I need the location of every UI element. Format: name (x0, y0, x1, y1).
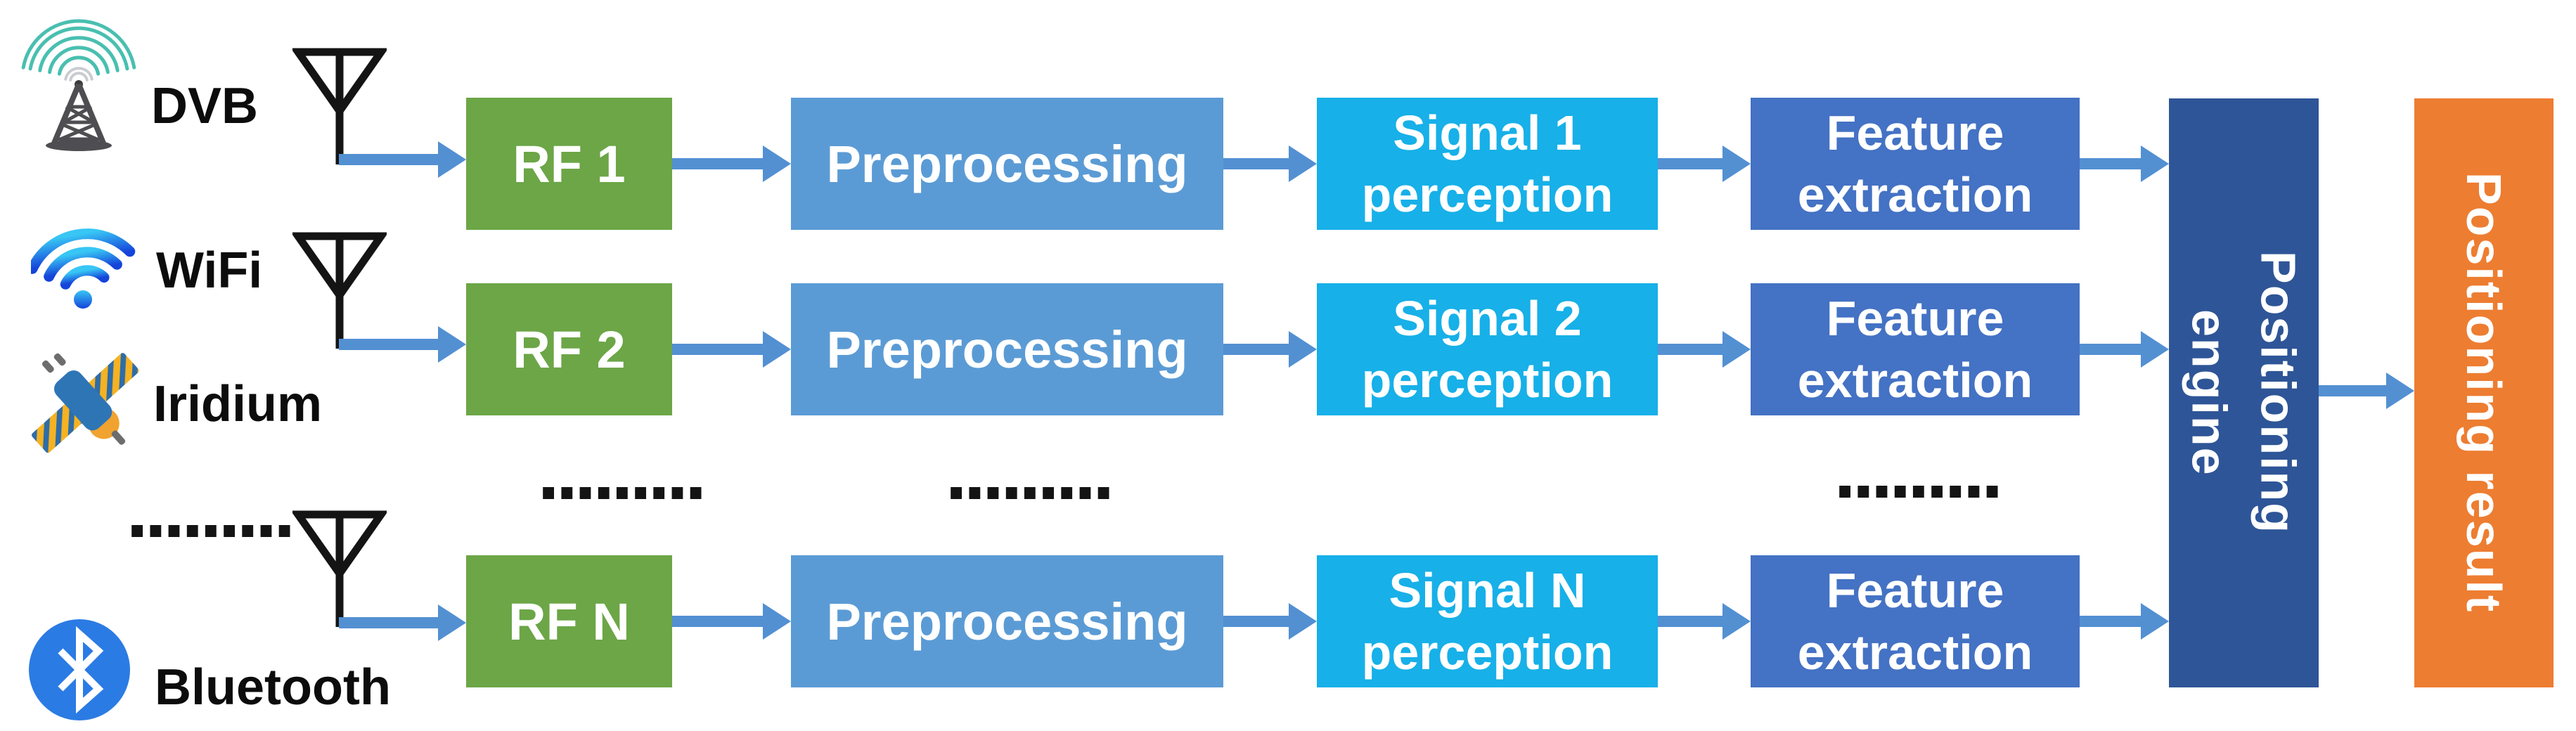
ellipsis-feature-column: ......... (1833, 439, 2004, 513)
arrow-shaft (672, 158, 763, 169)
arrow-head (2141, 145, 2169, 182)
block-label-line2: perception (1361, 353, 1614, 408)
antenna-icon (292, 232, 387, 349)
source-label-bluetooth: Bluetooth (155, 659, 391, 716)
arrow-shaft (2080, 158, 2141, 169)
arrow-head (438, 141, 466, 178)
arrow-shaft (1223, 158, 1289, 169)
ellipsis-preprocessing-column: ......... (944, 441, 1116, 515)
block-positioning-engine: Positioning engine (2169, 98, 2319, 687)
arrow-preprocessing-to-perception-n (1223, 603, 1317, 640)
block-label-line1: Signal 1 (1393, 105, 1582, 160)
positioning-engine-label: Positioning engine (2182, 251, 2306, 535)
arrow-feature-to-engine-1 (2080, 145, 2169, 182)
block-rf-2: RF 2 (466, 283, 672, 415)
arrow-rf-to-preprocessing-n (672, 603, 791, 640)
block-feature-extraction-n: Feature extraction (1751, 555, 2080, 687)
arrow-head (2141, 331, 2169, 368)
block-label: RF 2 (513, 320, 626, 379)
arrow-perception-to-feature-n (1658, 603, 1751, 640)
arrow-antenna-to-rf-1 (339, 141, 466, 178)
arrow-shaft (339, 339, 438, 350)
bluetooth-icon (29, 619, 130, 720)
arrow-shaft (1658, 344, 1722, 355)
block-label: Preprocessing (826, 592, 1188, 651)
block-label-line2: extraction (1797, 167, 2033, 222)
block-label-line2: extraction (1797, 353, 2033, 408)
arrow-shaft (672, 344, 763, 355)
block-label-line1: Signal 2 (1393, 291, 1582, 346)
arrow-head (763, 603, 791, 640)
arrow-head (1289, 145, 1317, 182)
arrow-preprocessing-to-perception-2 (1223, 331, 1317, 368)
arrow-antenna-to-rf-n (339, 604, 466, 641)
arrow-head (763, 331, 791, 368)
block-signal-perception-n: Signal N perception (1317, 555, 1658, 687)
arrow-shaft (1658, 158, 1722, 169)
block-label: Preprocessing (826, 320, 1188, 379)
arrow-shaft (2080, 344, 2141, 355)
arrow-head (1289, 603, 1317, 640)
source-label-dvb: DVB (151, 78, 259, 134)
arrow-shaft (672, 616, 763, 627)
block-signal-perception-1: Signal 1 perception (1317, 98, 1658, 230)
arrow-perception-to-feature-2 (1658, 331, 1751, 368)
block-label-line1: Feature (1826, 105, 2004, 160)
block-label: RF 1 (513, 134, 626, 193)
block-rf-n: RF N (466, 555, 672, 687)
arrow-head (763, 145, 791, 182)
satellite-icon (32, 353, 139, 453)
arrow-rf-to-preprocessing-1 (672, 145, 791, 182)
arrow-head (1289, 331, 1317, 368)
ellipsis-sources: ......... (125, 479, 297, 552)
arrow-head (1722, 331, 1751, 368)
arrow-shaft (1223, 344, 1289, 355)
block-label-line2: perception (1361, 625, 1614, 680)
arrow-preprocessing-to-perception-1 (1223, 145, 1317, 182)
arrow-head (1722, 603, 1751, 640)
block-label-line2: perception (1361, 167, 1614, 222)
arrow-head (438, 604, 466, 641)
arrow-head (438, 326, 466, 363)
arrow-perception-to-feature-1 (1658, 145, 1751, 182)
block-preprocessing-n: Preprocessing (791, 555, 1223, 687)
broadcast-tower-icon (21, 19, 136, 151)
ellipsis-rf-column: ......... (536, 441, 708, 515)
block-feature-extraction-1: Feature extraction (1751, 98, 2080, 230)
arrow-head (2386, 373, 2414, 409)
positioning-result-label: Positioning result (2456, 172, 2511, 614)
block-feature-extraction-2: Feature extraction (1751, 283, 2080, 415)
wifi-icon (31, 228, 136, 309)
block-signal-perception-2: Signal 2 perception (1317, 283, 1658, 415)
arrow-shaft (339, 617, 438, 628)
block-label: Preprocessing (826, 134, 1188, 193)
block-rf-1: RF 1 (466, 98, 672, 230)
block-positioning-result: Positioning result (2414, 98, 2554, 687)
arrow-head (2141, 603, 2169, 640)
arrow-shaft (339, 154, 438, 165)
block-preprocessing-1: Preprocessing (791, 98, 1223, 230)
arrow-shaft (2319, 385, 2386, 396)
source-label-iridium: Iridium (153, 376, 323, 432)
antenna-icon (292, 48, 387, 164)
arrow-head (1722, 145, 1751, 182)
antenna-icon (292, 510, 387, 627)
arrow-engine-to-result (2319, 373, 2414, 409)
block-label: RF N (508, 592, 630, 651)
block-label-line1: Signal N (1389, 563, 1586, 618)
arrow-feature-to-engine-2 (2080, 331, 2169, 368)
arrow-shaft (1658, 616, 1722, 627)
arrow-feature-to-engine-n (2080, 603, 2169, 640)
block-label-line1: Feature (1826, 563, 2004, 618)
arrow-shaft (2080, 616, 2141, 627)
source-label-wifi: WiFi (156, 242, 263, 299)
block-label-line2: extraction (1797, 625, 2033, 680)
arrow-antenna-to-rf-2 (339, 326, 466, 363)
block-label-line1: Feature (1826, 291, 2004, 346)
block-preprocessing-2: Preprocessing (791, 283, 1223, 415)
arrow-shaft (1223, 616, 1289, 627)
arrow-rf-to-preprocessing-2 (672, 331, 791, 368)
